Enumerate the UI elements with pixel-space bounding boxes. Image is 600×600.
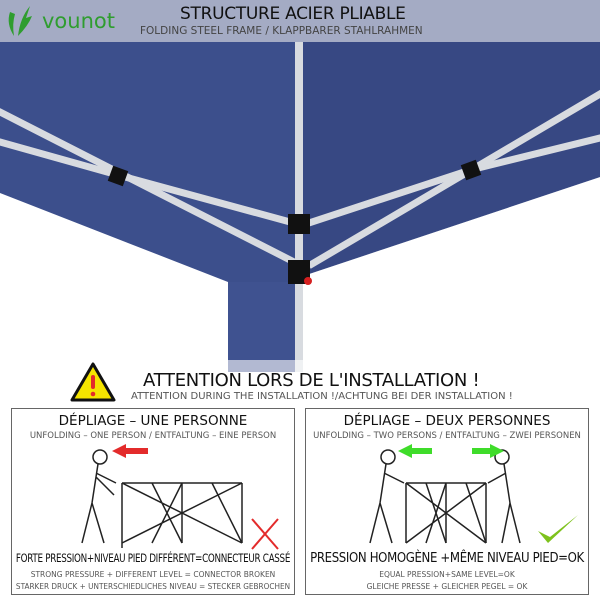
panel-caption-de: STARKER DRUCK + UNTERSCHIEDLICHES NIVEAU… <box>15 582 291 591</box>
canopy-frame-photo <box>0 42 600 372</box>
canopy-shade <box>297 42 600 278</box>
canopy-wall <box>228 282 297 372</box>
arrow-left-icon <box>398 444 432 458</box>
panel-caption: PRESSION HOMOGÈNE +MÊME NIVEAU PIED=OK <box>310 551 584 566</box>
panel-subtitle: UNFOLDING – TWO PERSONS / ENTFALTUNG – Z… <box>313 431 581 441</box>
panel-title: DÉPLIAGE – UNE PERSONNE <box>58 413 248 429</box>
page-title: STRUCTURE ACIER PLIABLE <box>180 4 406 24</box>
warning-triangle-icon <box>70 362 116 402</box>
red-lock-button <box>304 277 312 285</box>
panel-caption: FORTE PRESSION+NIVEAU PIED DIFFÉRENT=CON… <box>15 551 291 565</box>
panel-caption-en: STRONG PRESSURE + DIFFERENT LEVEL = CONN… <box>30 570 276 579</box>
checkmark-icon <box>538 515 578 543</box>
warning-subtitle: ATTENTION DURING THE INSTALLATION !/ACHT… <box>131 391 513 402</box>
two-persons-unfolding-illustration <box>369 444 578 544</box>
arrow-right-icon <box>472 444 504 458</box>
header-band <box>0 0 600 42</box>
page-subtitle: FOLDING STEEL FRAME / KLAPPBARER STAHLRA… <box>140 25 423 37</box>
brand-logo: vounot <box>6 2 136 40</box>
vounot-leaf-icon <box>8 6 32 36</box>
brand-name: vounot <box>42 9 115 33</box>
warning-title: ATTENTION LORS DE L'INSTALLATION ! <box>143 370 480 391</box>
panel-caption-en: EQUAL PRESSION+SAME LEVEL=OK <box>379 570 515 579</box>
panel-caption-de: GLEICHE PRESSE + GLEICHER PEGEL = OK <box>366 582 528 591</box>
arrow-left-icon <box>112 444 148 458</box>
panel-title: DÉPLIAGE – DEUX PERSONNES <box>343 413 551 429</box>
panel-one-person: DÉPLIAGE – UNE PERSONNE UNFOLDING – ONE … <box>11 408 295 595</box>
frame-connectors <box>107 159 482 285</box>
one-person-unfolding-illustration <box>81 444 279 550</box>
cross-icon <box>251 518 279 550</box>
panel-two-persons: DÉPLIAGE – DEUX PERSONNES UNFOLDING – TW… <box>305 408 589 595</box>
steel-frame <box>0 42 600 372</box>
panel-subtitle: UNFOLDING – ONE PERSON / ENTFALTUNG – EI… <box>29 431 277 441</box>
